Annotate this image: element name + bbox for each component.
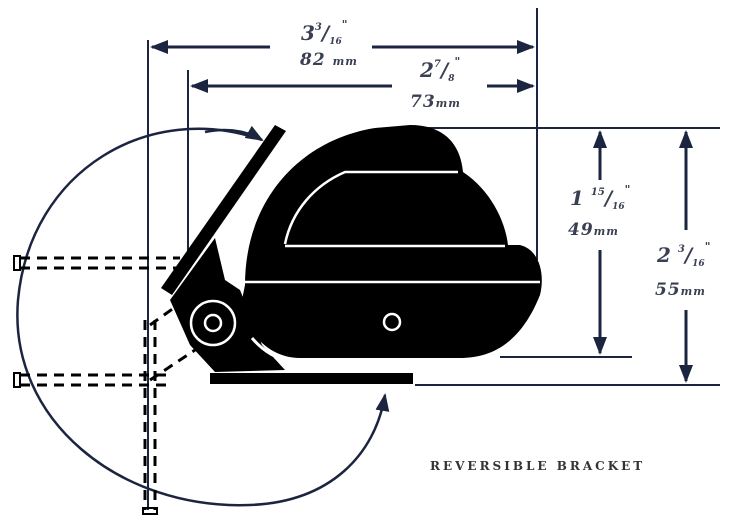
inch-mark: " [454, 55, 461, 68]
dim-body-height-mm: 49mm [568, 220, 619, 240]
dashed-end-cap [142, 507, 158, 515]
inch-mark: " [341, 18, 348, 31]
mm-value: 82 [300, 50, 326, 70]
mm-unit: mm [680, 285, 706, 298]
rotation-arc-arrow [16, 127, 390, 507]
dimension-arrows [150, 40, 693, 383]
whole-number: 1 [570, 186, 584, 210]
dim-body-width-mm: 73mm [410, 92, 461, 112]
compass-body [235, 125, 542, 364]
denominator: 16 [329, 37, 342, 47]
alternate-bracket-position-dashed [20, 256, 196, 510]
mm-value: 55 [655, 280, 681, 300]
whole-number: 2 [657, 243, 671, 267]
whole-number: 2 [420, 58, 434, 82]
dim-overall-height-mm: 55mm [655, 280, 706, 300]
mm-unit: mm [593, 225, 619, 238]
mm-value: 49 [568, 220, 594, 240]
mm-value: 73 [410, 92, 436, 112]
numerator: 15 [590, 187, 605, 198]
dashed-end-cap [13, 372, 21, 388]
dim-overall-height-inch: 2 3/16" [657, 240, 711, 269]
whole-number: 3 [301, 21, 315, 45]
dashed-end-cap [13, 255, 21, 271]
numerator: 3 [677, 244, 685, 255]
rotation-arc-start-arrow [204, 125, 264, 142]
denominator: 16 [692, 259, 705, 269]
dim-overall-width-mm: 82 mm [300, 50, 358, 70]
mm-unit: mm [332, 55, 358, 68]
mm-unit: mm [435, 97, 461, 110]
mounting-bracket [161, 125, 286, 295]
inch-mark: " [704, 240, 711, 253]
numerator: 3 [314, 22, 322, 33]
dim-body-height-inch: 1 15/16" [570, 183, 631, 212]
inch-mark: " [624, 183, 631, 196]
denominator: 16 [612, 202, 625, 212]
pivot-knob [189, 299, 237, 347]
numerator: 7 [433, 59, 441, 70]
dim-overall-width-inch: 33/16" [301, 18, 348, 47]
dim-body-width-inch: 27/8" [420, 55, 461, 84]
denominator: 8 [448, 74, 455, 84]
diagram-caption: REVERSIBLE BRACKET [430, 459, 646, 473]
screw-hole [382, 312, 402, 332]
extension-lines [147, 8, 720, 510]
base-plate [210, 373, 413, 384]
